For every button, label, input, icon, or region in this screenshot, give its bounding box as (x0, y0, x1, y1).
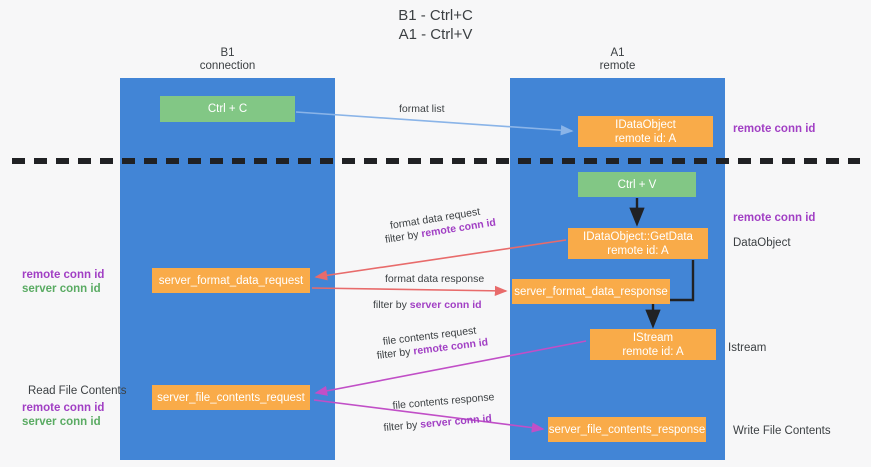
filter-prefix-3: filter by (376, 345, 415, 362)
label-read-file-contents: Read File Contents (28, 385, 127, 397)
box-istream-line2: remote id: A (622, 345, 684, 358)
box-server-file-contents-request-label: server_file_contents_request (157, 391, 305, 404)
column-header-b1-name: B1 (220, 47, 235, 59)
edge-label-format-list: format list (399, 103, 445, 115)
edge-label-format-data-response: format data response (385, 273, 485, 285)
box-idataobject-getdata[interactable]: IDataObject::GetData remote id: A (568, 228, 708, 259)
filter-prefix-1: filter by (384, 228, 423, 246)
column-header-a1-role: remote (599, 60, 636, 72)
box-server-format-data-request-label: server_format_data_request (158, 274, 304, 287)
label-write-file-contents: Write File Contents (733, 425, 831, 437)
box-server-file-contents-response[interactable]: server_file_contents_response (548, 417, 706, 442)
label-left-remote-conn-id-bottom: remote conn id (22, 402, 105, 414)
label-remote-conn-id-top: remote conn id (733, 123, 816, 135)
box-server-format-data-response[interactable]: server_format_data_response (512, 279, 670, 304)
box-ctrl-c[interactable]: Ctrl + C (160, 96, 295, 122)
label-remote-conn-id-mid: remote conn id (733, 212, 816, 224)
box-istream-line1: IStream (632, 331, 674, 344)
column-header-b1-role: connection (199, 60, 256, 72)
box-ctrl-c-label: Ctrl + C (207, 103, 248, 115)
label-dataobject: DataObject (733, 237, 791, 249)
box-getdata-line1: IDataObject::GetData (583, 230, 693, 243)
edge-label-format-data-response-filter: filter by server conn id (373, 298, 482, 312)
box-idataobject-line1: IDataObject (615, 118, 676, 131)
filter-key-4: server conn id (419, 412, 493, 431)
edge-label-file-contents-response-filter: filter by server conn id (383, 412, 492, 435)
box-getdata-line2: remote id: A (607, 244, 669, 257)
column-header-a1-name: A1 (610, 47, 625, 59)
label-left-conn-ids-mid: remote conn id server conn id (22, 268, 142, 296)
filter-key-2: server conn id (409, 299, 482, 311)
label-istream: Istream (728, 342, 767, 354)
box-idataobject[interactable]: IDataObject remote id: A (578, 116, 713, 147)
box-ctrl-v-label: Ctrl + V (617, 178, 657, 191)
arrow-format-data-response (311, 285, 508, 296)
box-server-format-data-request[interactable]: server_format_data_request (152, 268, 310, 293)
box-istream[interactable]: IStream remote id: A (590, 329, 716, 360)
title-line-1: B1 - Ctrl+C (398, 7, 473, 24)
label-left-conn-ids-bottom: remote conn id server conn id (22, 401, 142, 429)
label-left-remote-conn-id-mid: remote conn id (22, 269, 105, 281)
box-server-file-contents-response-label: server_file_contents_response (548, 423, 706, 436)
label-left-server-conn-id-mid: server conn id (22, 283, 101, 295)
box-ctrl-v[interactable]: Ctrl + V (578, 172, 696, 197)
box-idataobject-line2: remote id: A (614, 132, 677, 145)
column-header-b1: B1 connection (120, 47, 335, 73)
filter-prefix-2: filter by (373, 299, 410, 311)
edge-label-file-contents-response: file contents response (392, 391, 495, 412)
box-server-file-contents-request[interactable]: server_file_contents_request (152, 385, 310, 410)
diagram-title: B1 - Ctrl+C A1 - Ctrl+V (0, 6, 871, 44)
box-server-format-data-response-label: server_format_data_response (514, 285, 668, 298)
filter-prefix-4: filter by (383, 418, 421, 434)
column-header-a1: A1 remote (510, 47, 725, 73)
label-left-server-conn-id-bottom: server conn id (22, 416, 101, 428)
title-line-2: A1 - Ctrl+V (398, 26, 473, 43)
